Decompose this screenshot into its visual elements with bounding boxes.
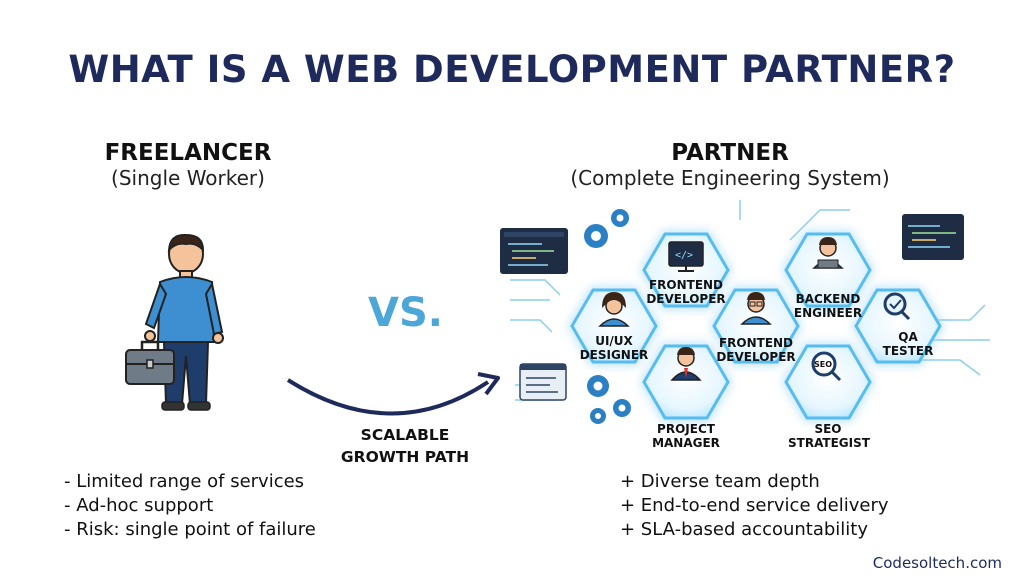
code-panel-left-icon bbox=[500, 228, 568, 274]
partner-hex-network: </> bbox=[500, 200, 990, 424]
role-frontend-center-line2: DEVELOPER bbox=[716, 350, 796, 364]
versus-label: VS. bbox=[368, 290, 443, 336]
role-pm-line2: MANAGER bbox=[652, 436, 720, 450]
partner-subheading: (Complete Engineering System) bbox=[570, 166, 890, 190]
role-frontend-center-line1: FRONTEND bbox=[718, 336, 794, 350]
list-item: - Risk: single point of failure bbox=[64, 519, 316, 540]
partner-heading: PARTNER bbox=[671, 140, 789, 166]
hex-qa bbox=[854, 288, 942, 364]
growth-arrow-icon bbox=[286, 372, 500, 416]
freelancer-heading: FREELANCER bbox=[104, 140, 272, 166]
role-backend-line2: ENGINEER bbox=[793, 306, 863, 320]
hex-backend bbox=[784, 232, 872, 308]
growth-path-line1: SCALABLE bbox=[360, 426, 450, 444]
list-item: + SLA-based accountability bbox=[620, 519, 869, 540]
role-seo-line1: SEO bbox=[814, 422, 842, 436]
brand-label: Codesoltech.com bbox=[872, 554, 1002, 572]
role-qa-line2: TESTER bbox=[882, 344, 934, 358]
list-item: - Limited range of services bbox=[64, 471, 305, 492]
list-item: + End-to-end service delivery bbox=[620, 495, 889, 516]
code-panel-right-icon bbox=[902, 214, 964, 260]
freelancer-bullets: - Limited range of services - Ad-hoc sup… bbox=[64, 470, 316, 542]
hex-pm bbox=[642, 344, 730, 420]
role-seo: SEO STRATEGIST bbox=[788, 422, 870, 450]
gear-icon bbox=[584, 209, 631, 424]
svg-text:</>: </> bbox=[675, 250, 693, 261]
hex-seo bbox=[784, 344, 872, 420]
freelancer-figure bbox=[125, 233, 224, 411]
role-qa-line1: QA bbox=[898, 330, 918, 344]
seo-badge: SEO bbox=[813, 360, 833, 369]
role-qa: QA TESTER bbox=[878, 330, 938, 358]
designer-avatar-icon bbox=[598, 292, 630, 327]
page-title: WHAT IS A WEB DEVELOPMENT PARTNER? bbox=[68, 48, 956, 91]
role-backend-line1: BACKEND bbox=[795, 292, 861, 306]
role-frontend-top: FRONTEND DEVELOPER bbox=[646, 278, 726, 306]
role-seo-line2: STRATEGIST bbox=[788, 436, 870, 450]
role-uiux-line1: UI/UX bbox=[595, 334, 633, 348]
hex-frontend-center bbox=[712, 288, 800, 364]
manager-avatar-icon bbox=[670, 347, 702, 381]
seo-magnifier-icon bbox=[811, 351, 842, 382]
list-item: + Diverse team depth bbox=[620, 471, 820, 492]
role-frontend-center: FRONTEND DEVELOPER bbox=[716, 336, 796, 364]
freelancer-subheading: (Single Worker) bbox=[111, 166, 265, 190]
briefcase-icon bbox=[125, 330, 175, 385]
role-pm-line1: PROJECT bbox=[657, 422, 715, 436]
role-frontend-top-line2: DEVELOPER bbox=[646, 292, 726, 306]
role-uiux-line2: DESIGNER bbox=[579, 348, 649, 362]
role-frontend-top-line1: FRONTEND bbox=[648, 278, 724, 292]
qa-magnifier-icon bbox=[883, 292, 911, 321]
partner-bullets: + Diverse team depth + End-to-end servic… bbox=[620, 470, 889, 542]
growth-path-line2: GROWTH PATH bbox=[340, 448, 470, 466]
code-monitor-icon: </> bbox=[668, 241, 704, 272]
role-pm: PROJECT MANAGER bbox=[646, 422, 726, 450]
list-item: - Ad-hoc support bbox=[64, 495, 214, 516]
engineer-avatar-icon bbox=[812, 237, 844, 269]
role-uiux: UI/UX DESIGNER bbox=[574, 334, 654, 362]
developer-avatar-icon bbox=[740, 292, 772, 325]
growth-path-label: SCALABLE GROWTH PATH bbox=[335, 424, 475, 468]
role-backend: BACKEND ENGINEER bbox=[788, 292, 868, 320]
code-panel-small-icon bbox=[519, 363, 567, 401]
